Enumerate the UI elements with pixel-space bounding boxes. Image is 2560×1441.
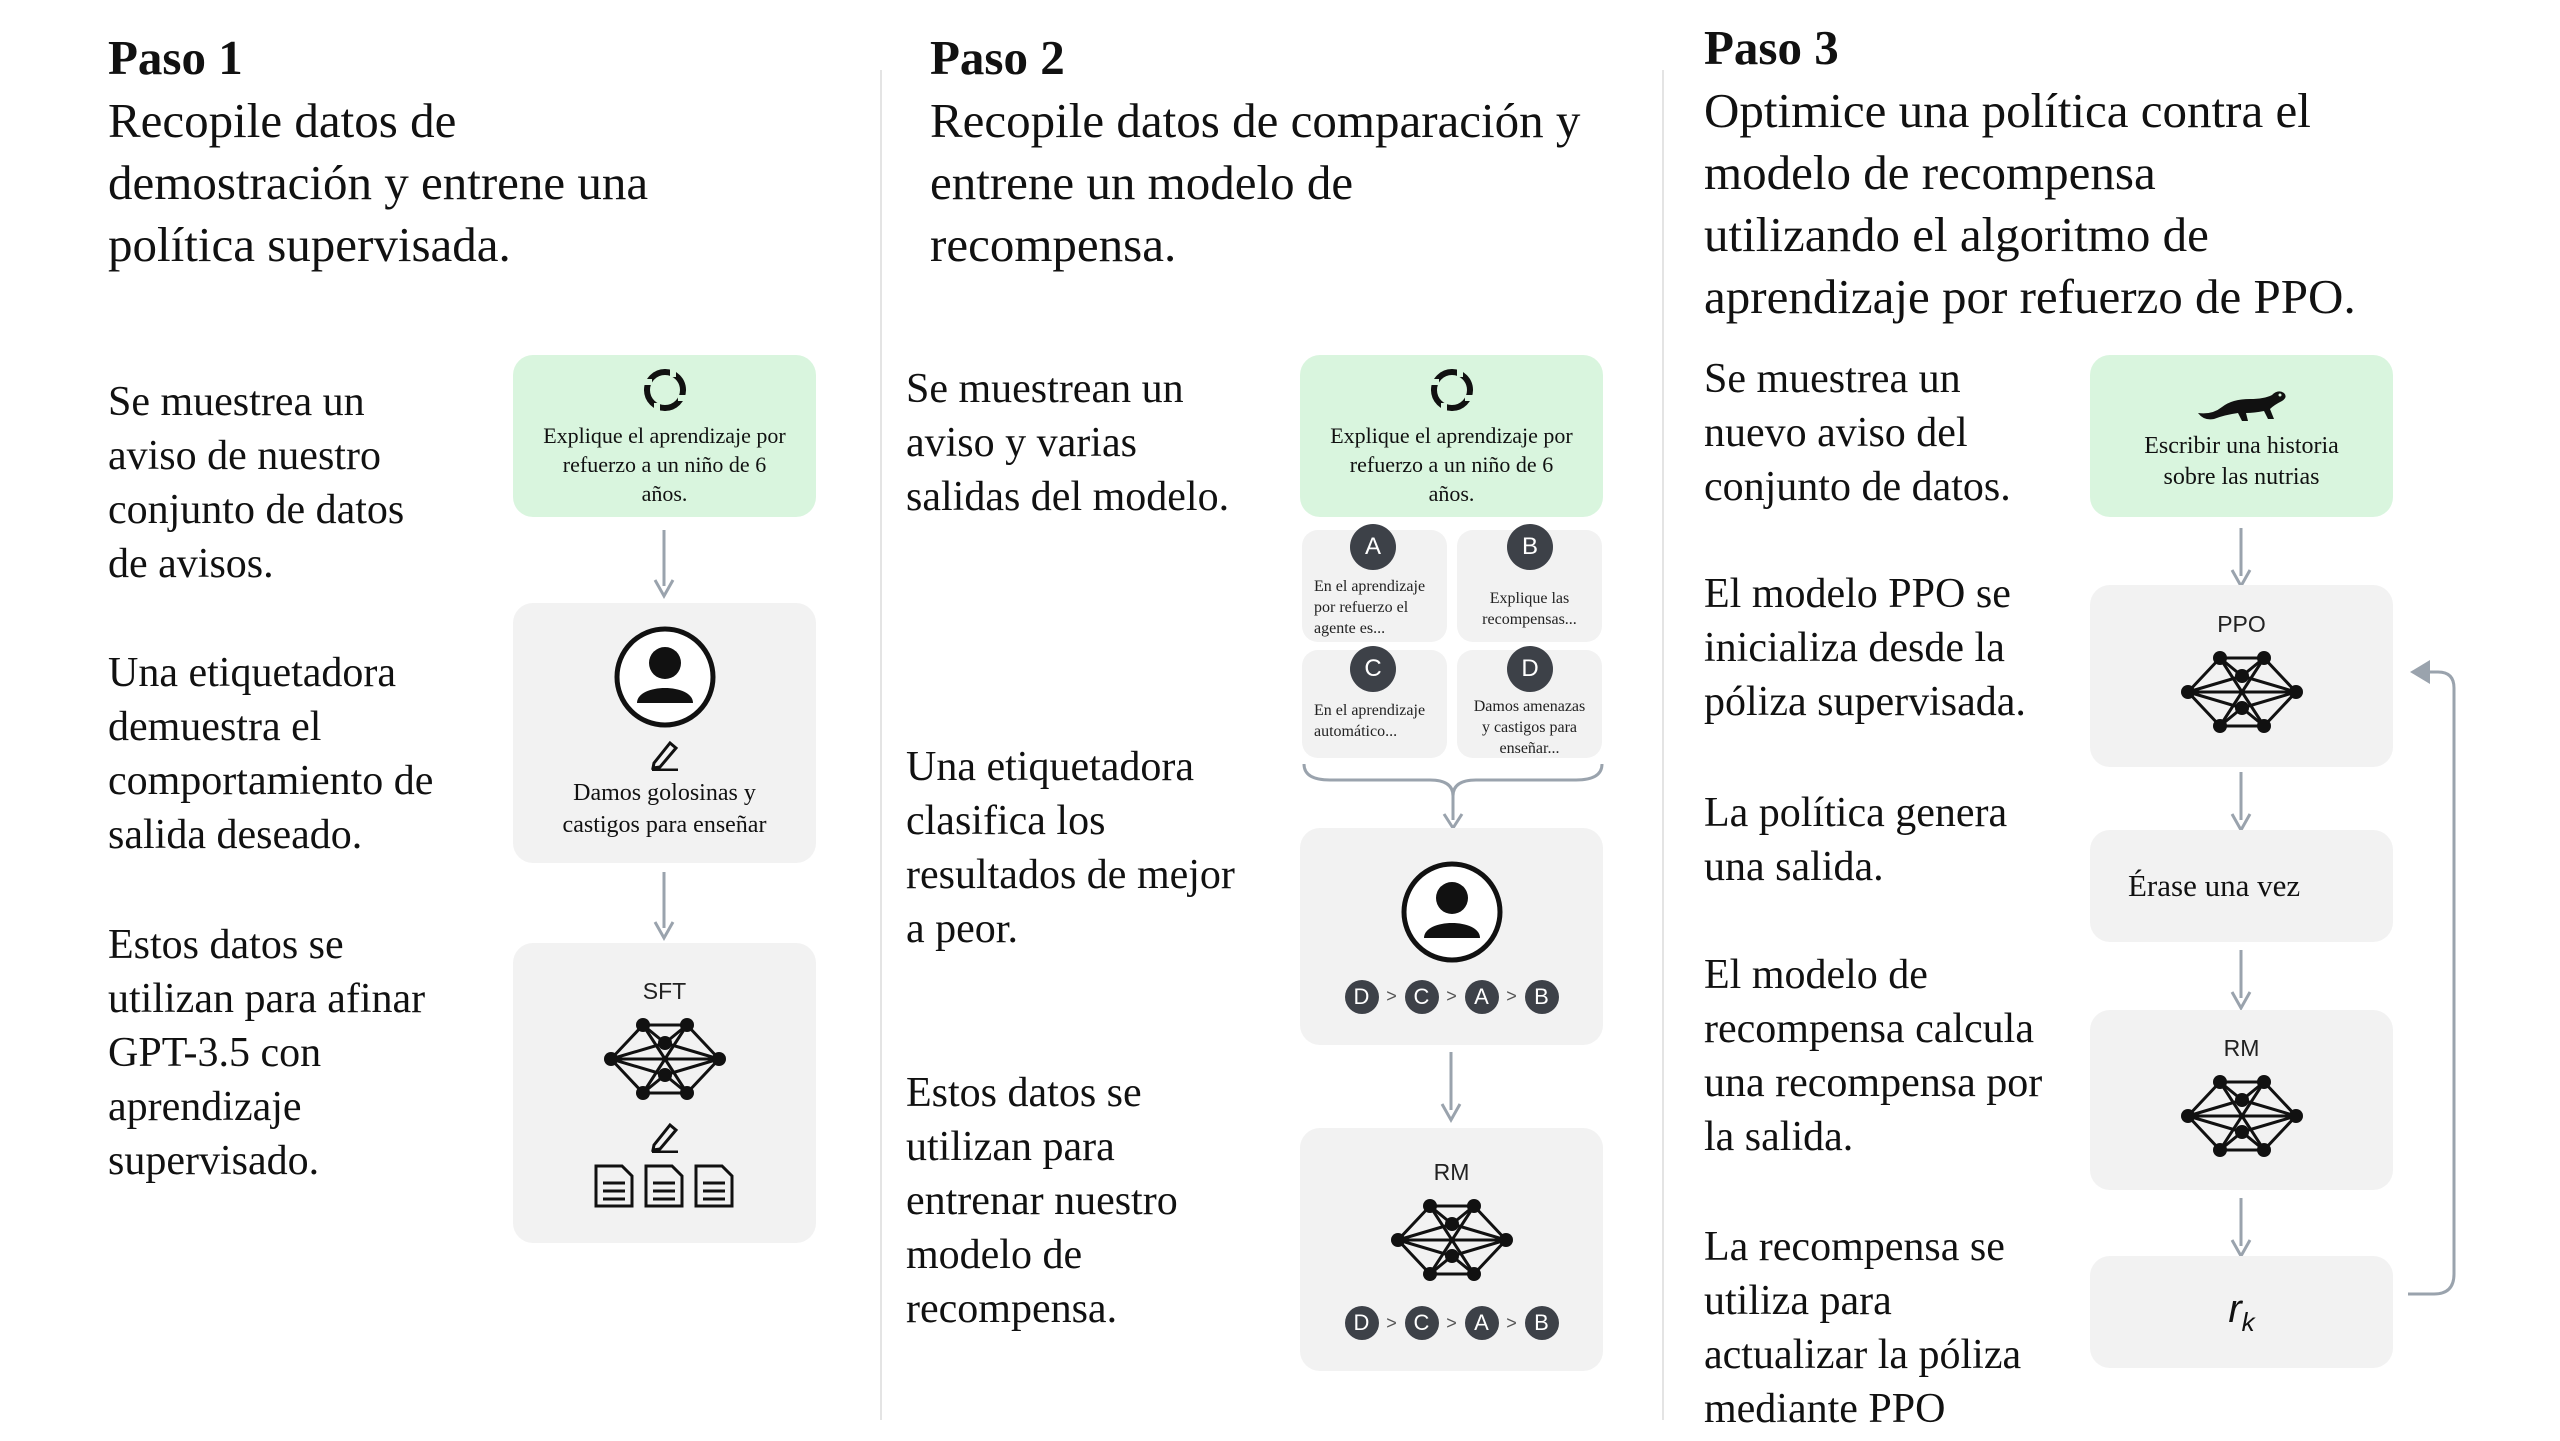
rank-badge-2: C	[1404, 1306, 1439, 1340]
rank-separator: >	[1386, 1312, 1397, 1333]
rank-badge-3: A	[1464, 1306, 1499, 1340]
step3-arrow-4	[2230, 1198, 2252, 1258]
step3-reward-box: rk	[2090, 1256, 2393, 1368]
step3-title: Paso 3	[1704, 20, 1839, 75]
output-text: Érase una vez	[2128, 868, 2301, 903]
neural-network-icon	[2180, 1074, 2303, 1157]
divider-2	[1662, 70, 1664, 1420]
step3-ppo-box: PPO	[2090, 585, 2393, 767]
step1-arrow-2	[653, 872, 675, 942]
rank-badge-2: C	[1404, 979, 1439, 1014]
step2-arrow	[1440, 1052, 1462, 1124]
step3-arrow-1	[2230, 528, 2252, 588]
rank-separator: >	[1386, 986, 1397, 1006]
sft-label: SFT	[642, 977, 687, 1004]
rank-badge-1: D	[1344, 1306, 1379, 1340]
refresh-icon	[639, 364, 690, 415]
option-d-badge: D	[1507, 646, 1553, 692]
pencil-icon	[650, 740, 678, 771]
step3-arrow-2	[2230, 772, 2252, 832]
ranking-row: D > C > A > B	[1344, 979, 1559, 1014]
feedback-loop-arrow	[2408, 660, 2456, 1296]
otter-icon	[2197, 391, 2286, 421]
ppo-label: PPO	[2217, 610, 2266, 637]
person-icon	[614, 626, 715, 728]
rank-badge-4: B	[1524, 1306, 1559, 1340]
rank-separator: >	[1506, 986, 1517, 1006]
option-b-badge: B	[1507, 524, 1553, 570]
rm-label: RM	[2223, 1034, 2260, 1061]
reward-symbol: rk	[2228, 1286, 2255, 1337]
person-icon	[1401, 861, 1502, 962]
step2-labeler-box: D > C > A > B	[1300, 828, 1603, 1045]
option-a-badge: A	[1350, 524, 1396, 570]
rm-label: RM	[1433, 1159, 1470, 1185]
rank-separator: >	[1506, 1312, 1517, 1333]
step3-output-box: Érase una vez	[2090, 830, 2393, 942]
neural-network-icon	[603, 1017, 726, 1100]
rank-badge-1: D	[1344, 979, 1379, 1014]
rank-badge-3: A	[1464, 979, 1499, 1014]
step1-panel: Paso 1 Recopile datos de demostración y …	[0, 0, 880, 1441]
pencil-icon	[650, 1122, 678, 1153]
rank-separator: >	[1446, 1312, 1457, 1333]
step1-description: Recopile datos de demostración y entrene…	[108, 93, 649, 272]
step3-arrow-3	[2230, 950, 2252, 1010]
refresh-icon	[1426, 364, 1477, 415]
neural-network-icon	[2180, 650, 2303, 733]
step1-sft-box: SFT	[513, 943, 816, 1243]
option-c-badge: C	[1350, 646, 1396, 692]
options-brace	[1302, 763, 1604, 830]
step1-arrow-1	[653, 530, 675, 600]
rank-separator: >	[1446, 986, 1457, 1006]
documents-icon	[594, 1164, 733, 1207]
rm-ranking-row: D > C > A > B	[1344, 1306, 1559, 1340]
step1-title: Paso 1	[108, 30, 243, 85]
step2-title: Paso 2	[930, 30, 1065, 85]
step3-rm-box: RM	[2090, 1010, 2393, 1190]
divider-1	[880, 70, 882, 1420]
rank-badge-4: B	[1524, 979, 1559, 1014]
neural-network-icon	[1390, 1199, 1513, 1281]
step2-rm-box: RM D > C > A > B	[1300, 1128, 1603, 1371]
